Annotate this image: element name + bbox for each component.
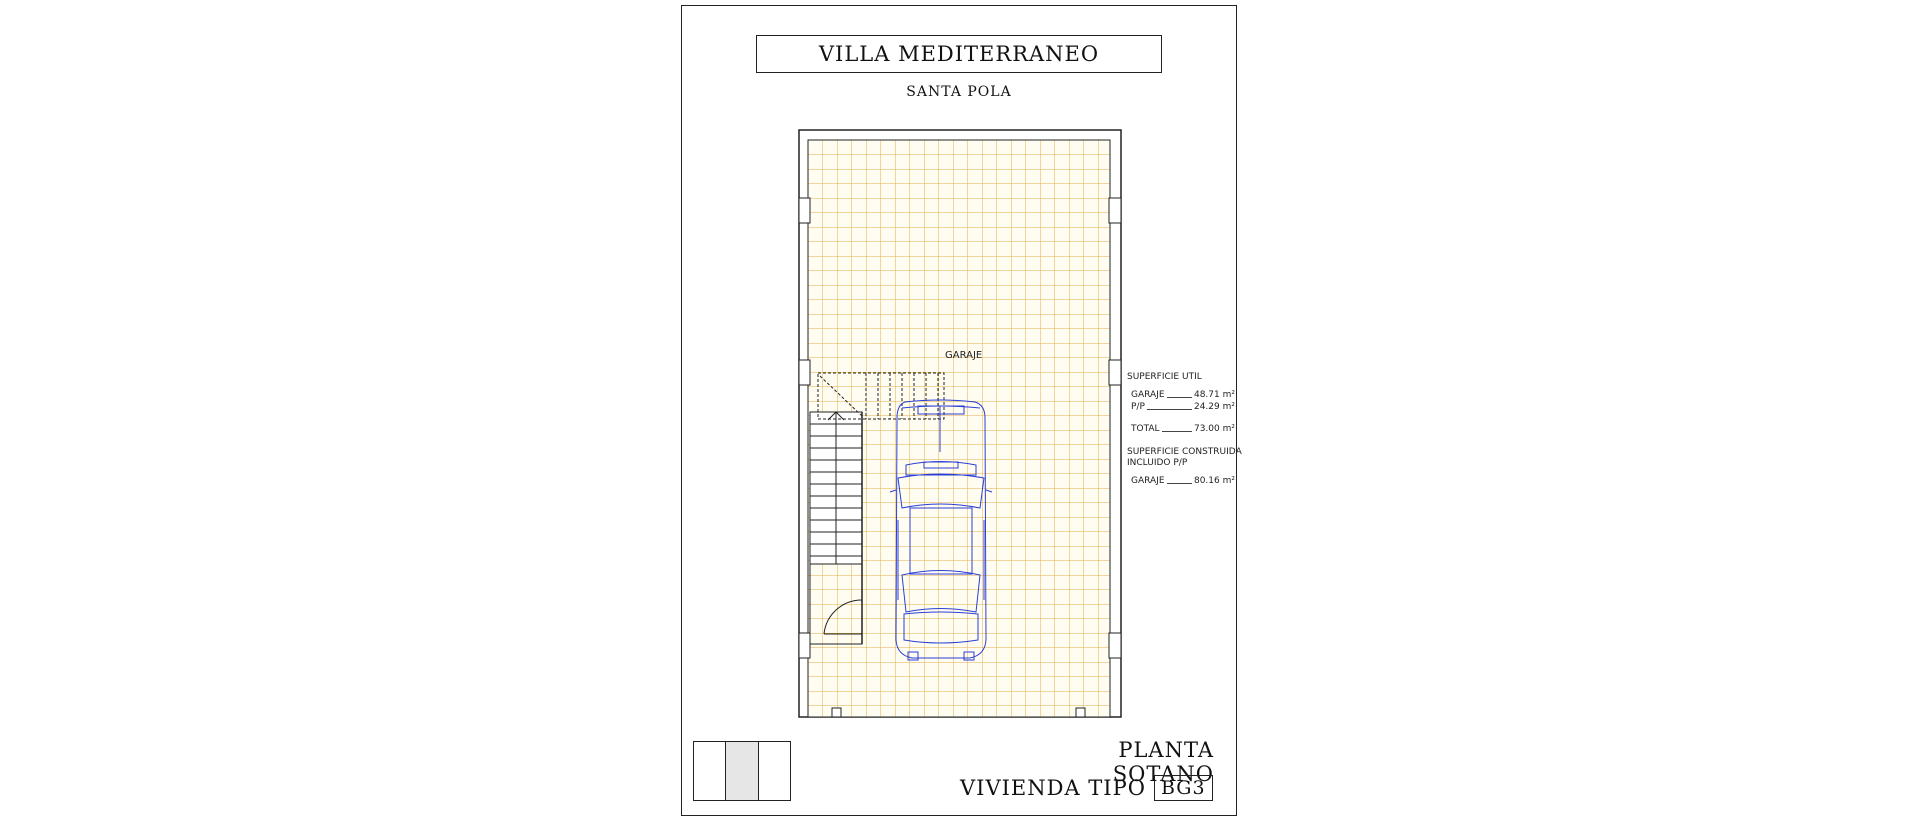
floor-level-cell [759,742,790,800]
dwelling-label: VIVIENDA TIPO [960,776,1146,800]
area-table: SUPERFICIE UTIL GARAJE 48.71 m² P/P 24.2… [1127,372,1242,486]
floor-level-selector [693,741,791,801]
floor-level-cell [694,742,727,800]
area-row: GARAJE 48.71 m² [1131,390,1235,400]
area-total-row: TOTAL 73.00 m² [1131,424,1235,434]
dwelling-type-line: VIVIENDA TIPO BG3 [960,775,1213,801]
project-title: VILLA MEDITERRANEO [756,35,1162,73]
built-area-heading: SUPERFICIE CONSTRUIDA [1127,447,1242,457]
built-area-subheading: INCLUIDO P/P [1127,458,1188,468]
floor-level-cell-active [726,742,759,800]
useful-area-heading: SUPERFICIE UTIL [1127,372,1202,382]
dwelling-type-badge: BG3 [1153,775,1213,801]
project-title-text: VILLA MEDITERRANEO [818,42,1100,66]
room-label-garaje: GARAJE [945,350,983,361]
project-location: SANTA POLA [906,84,1012,100]
floor-name: PLANTA SOTANO [1112,738,1214,786]
area-row: GARAJE 80.16 m² [1131,476,1235,486]
area-row: P/P 24.29 m² [1131,402,1235,412]
